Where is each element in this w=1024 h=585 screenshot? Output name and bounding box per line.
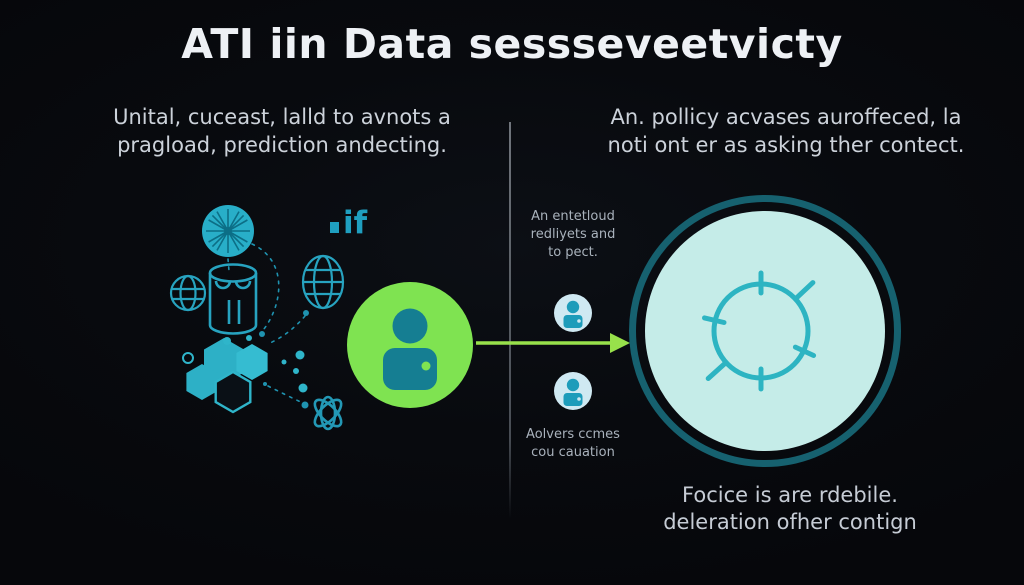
wireframe-sphere-icon bbox=[301, 254, 345, 310]
right-description: An. pollicy acvases auroffeced, la noti … bbox=[601, 104, 971, 159]
bar-if-logo-icon: if bbox=[330, 205, 368, 241]
avatar-bottom-person-icon bbox=[563, 378, 583, 406]
note-bottom: Aolvers ccmes cou cauation bbox=[511, 426, 635, 462]
bar-if-logo-text: if bbox=[343, 205, 368, 241]
knot-icon bbox=[313, 395, 343, 431]
bottom-caption: Focice is are rdebile. deleration ofher … bbox=[615, 482, 965, 537]
left-description-line2: pragload, prediction andecting. bbox=[117, 132, 447, 157]
note-bottom-line2: cou cauation bbox=[531, 445, 615, 461]
dashed-connectors bbox=[227, 243, 306, 404]
right-description-line1: An. pollicy acvases auroffeced, la bbox=[610, 105, 962, 129]
left-description-line1: Unital, cuceast, lalld to avnots a bbox=[113, 105, 451, 129]
note-top-line2: redliyets and bbox=[530, 227, 616, 243]
page-title: ATI iin Data sessseveetvicty bbox=[181, 20, 843, 68]
connector-dots bbox=[259, 310, 309, 409]
avatar-bottom bbox=[554, 372, 592, 410]
target-circle-ring bbox=[629, 195, 901, 467]
turbine-icon bbox=[202, 205, 254, 257]
left-icon-cluster: if bbox=[169, 205, 368, 431]
person-icon bbox=[383, 308, 437, 390]
hexagon-cluster-icon bbox=[182, 335, 308, 414]
target-circle-fill bbox=[645, 211, 885, 451]
flow-arrow bbox=[476, 333, 630, 353]
note-bottom-line1: Aolvers ccmes bbox=[526, 427, 620, 442]
database-cylinder-icon bbox=[208, 263, 258, 335]
dome-globe-icon bbox=[169, 274, 207, 312]
user-circle bbox=[347, 282, 473, 408]
note-top-line1: An entetloud bbox=[531, 209, 615, 224]
note-top-line3: to pect. bbox=[548, 245, 598, 261]
right-description-line2: noti ont er as asking ther contect. bbox=[607, 132, 965, 157]
bottom-caption-line2: deleration ofher contign bbox=[663, 510, 917, 535]
gear-ring-icon bbox=[702, 270, 817, 392]
avatar-top bbox=[554, 294, 592, 332]
avatar-top-person-icon bbox=[563, 300, 583, 328]
divider-line bbox=[509, 122, 511, 518]
left-description: Unital, cuceast, lalld to avnots a pragl… bbox=[97, 104, 467, 159]
bottom-caption-line1: Focice is are rdebile. bbox=[682, 483, 898, 507]
note-top: An entetloud redliyets and to pect. bbox=[511, 208, 635, 263]
